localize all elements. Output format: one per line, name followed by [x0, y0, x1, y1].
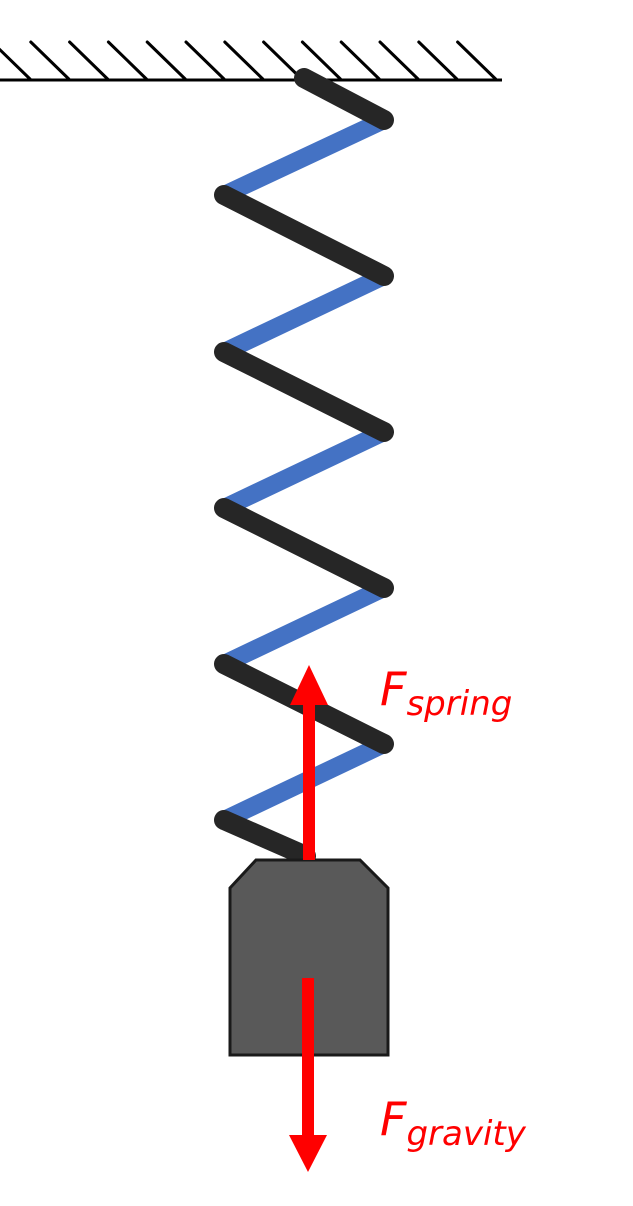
ceiling-hatch-line — [145, 40, 187, 81]
gravity-force-label: Fgravity — [380, 1092, 527, 1154]
ceiling-hatching — [0, 40, 498, 81]
ceiling-hatch-line — [378, 40, 420, 81]
spring-back-segment — [215, 579, 393, 673]
spring-front-segment — [214, 185, 394, 286]
gravity-force-label-main: F — [380, 1092, 407, 1146]
gravity-force-arrow-head — [289, 1135, 327, 1172]
spring-back-segment — [215, 267, 393, 361]
ceiling-hatch-line — [456, 40, 498, 81]
spring-force-label: Fspring — [380, 662, 512, 724]
ceiling — [0, 40, 502, 82]
ceiling-hatch-line — [417, 40, 459, 81]
ceiling-hatch-line — [339, 40, 381, 81]
gravity-force-arrow — [289, 978, 327, 1172]
spring-force-arrow-head — [290, 665, 328, 705]
spring-force-label-sub: spring — [406, 684, 512, 724]
spring-front-segment — [294, 68, 394, 130]
spring-back-segments — [215, 111, 393, 829]
spring-front-segment — [214, 498, 394, 598]
ceiling-hatch-line — [29, 40, 71, 81]
ceiling-hatch-line — [223, 40, 265, 81]
gravity-force-label-sub: gravity — [406, 1114, 526, 1154]
ceiling-hatch-line — [106, 40, 148, 81]
spring-front-segment — [214, 810, 316, 866]
hanging-mass — [228, 858, 390, 1057]
gravity-force-arrow-shaft — [302, 978, 314, 1140]
spring-force-arrow — [290, 665, 328, 860]
spring-force-arrow-shaft — [303, 700, 315, 860]
ceiling-hatch-line — [184, 40, 226, 81]
spring-back-segment — [215, 111, 393, 204]
spring-front-segment — [214, 342, 394, 442]
spring-back-segment — [215, 423, 393, 517]
spring-force-label-main: F — [380, 662, 407, 716]
ceiling-hatch-line — [68, 40, 110, 81]
ceiling-hatch-line — [300, 40, 342, 81]
ceiling-hatch-line — [0, 47, 32, 81]
ceiling-hatch-line — [262, 40, 304, 81]
